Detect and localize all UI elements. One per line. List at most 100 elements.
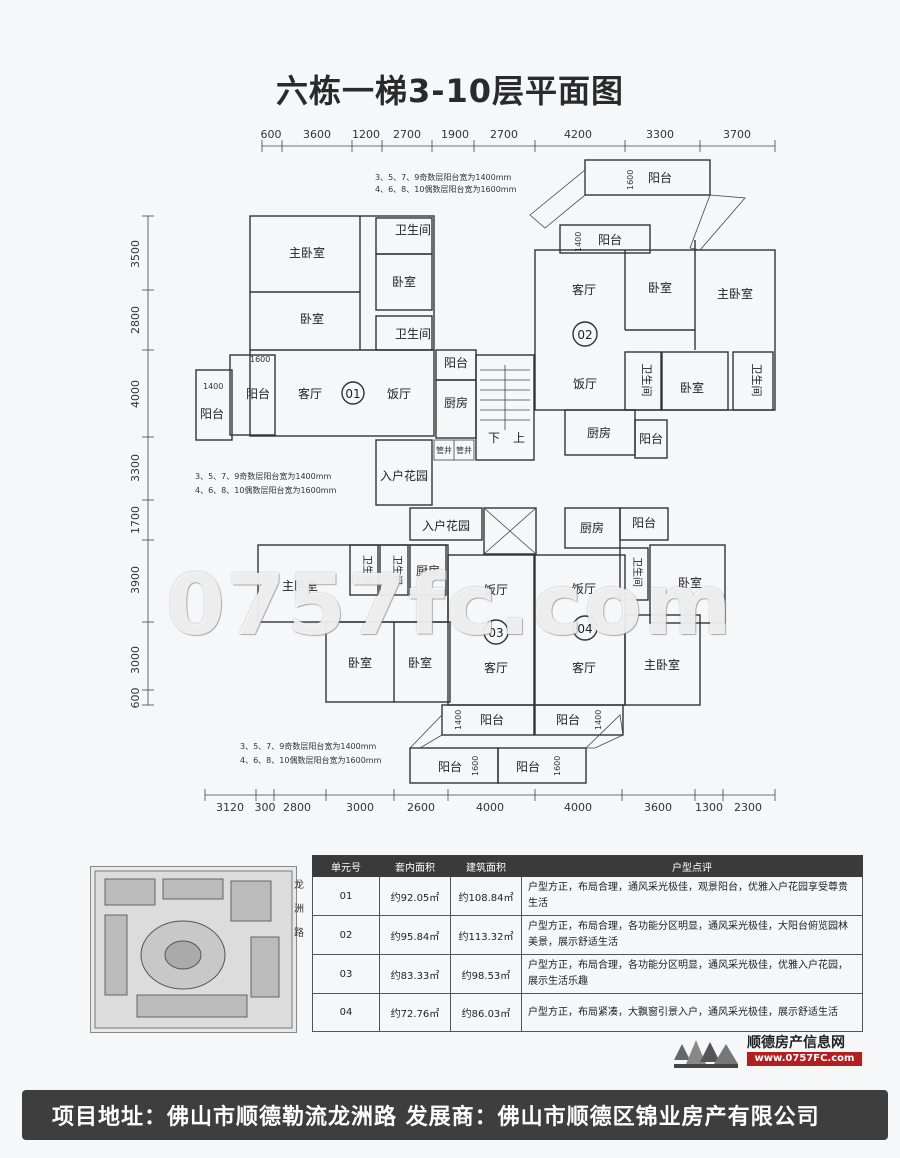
cell-inner-area: 约95.84㎡ (379, 915, 451, 955)
dim-left-1: 2800 (129, 306, 142, 334)
table-header-row: 单元号 套内面积 建筑面积 户型点评 (312, 855, 863, 877)
room-02-bathroom-1: 卫生间 (640, 364, 654, 397)
dim-bottom-2: 2800 (283, 801, 311, 814)
cell-review: 户型方正，布局合理，各功能分区明显，通风采光极佳，优雅入户花园，展示生活乐趣 (521, 954, 863, 994)
room-01-w1400: 1400 (203, 382, 223, 391)
dim-left-4: 1700 (129, 506, 142, 534)
room-04-master-bedroom: 主卧室 (644, 657, 680, 672)
room-04-living: 客厅 (572, 660, 596, 675)
dim-top-4: 1900 (441, 128, 469, 141)
cell-inner-area: 约92.05㎡ (379, 876, 451, 916)
floor-plan: 600 3600 1200 2700 1900 2700 4200 3300 3… (129, 128, 776, 814)
left-dimensions: 3500 2800 4000 3300 1700 3900 3000 600 (129, 215, 154, 709)
footer-bar: 项目地址：佛山市顺德勒流龙洲路 发展商：佛山市顺德区锦业房产有限公司 (22, 1090, 888, 1140)
note-even-mid: 4、6、8、10偶数层阳台宽为1600mm (195, 485, 337, 495)
header-review: 户型点评 (521, 855, 863, 877)
room-04-kitchen: 厨房 (580, 520, 604, 535)
note-odd-top: 3、5、7、9奇数层阳台宽为1400mm (375, 172, 512, 182)
dim-top-8: 3700 (723, 128, 751, 141)
dim-top-7: 3300 (646, 128, 674, 141)
cell-building-area: 约108.84㎡ (450, 876, 522, 916)
room-02-living: 客厅 (572, 282, 596, 297)
header-unit-number: 单元号 (312, 855, 380, 877)
unit-label-03: 03 (488, 626, 503, 640)
note-even-top: 4、6、8、10偶数层阳台宽为1600mm (375, 184, 517, 194)
roof-tile-icon (674, 1040, 738, 1068)
dim-top-5: 2700 (490, 128, 518, 141)
cell-unit: 01 (312, 876, 380, 916)
stair-down: 下 (488, 431, 500, 445)
dim-top-3: 2700 (393, 128, 421, 141)
cell-inner-area: 约72.76㎡ (379, 993, 451, 1032)
dim-left-3: 3300 (129, 454, 142, 482)
unit-01: 主卧室 卫生间 卧室 卧室 卫生间 客厅 01 饭厅 阳台 阳台 1400 16… (195, 215, 477, 506)
room-01-balcony-small: 阳台 (444, 355, 468, 370)
room-02-dining: 饭厅 (573, 377, 597, 391)
dim-bottom-9: 2300 (734, 801, 762, 814)
cell-review: 户型方正，布局合理，各功能分区明显，通风采光极佳，大阳台俯览园林美景，展示舒适生… (521, 915, 863, 955)
road-label: 龙 洲 路 (292, 874, 306, 946)
table-row: 01 约92.05㎡ 约108.84㎡ 户型方正，布局合理，通风采光极佳，观景阳… (312, 876, 863, 916)
dim-top-2: 1200 (352, 128, 380, 141)
dim-bottom-7: 3600 (644, 801, 672, 814)
room-03-living: 客厅 (484, 660, 508, 675)
room-03-w1400: 1400 (454, 710, 463, 730)
entry-garden-lift: 入户花园 (422, 518, 470, 533)
road-char-3: 路 (294, 928, 304, 939)
room-02-w1400: 1400 (574, 232, 583, 252)
unit-02: 阳台 1600 阳台 1400 客厅 02 饭厅 卧室 主卧室 卫生间 卧室 卫… (529, 159, 776, 459)
room-04-bathroom: 卫生间 (631, 557, 644, 587)
dim-top-1: 3600 (303, 128, 331, 141)
road-char-1: 龙 (294, 880, 304, 891)
unit-label-04: 04 (577, 622, 592, 636)
header-building-area: 建筑面积 (450, 855, 522, 877)
dim-top-6: 4200 (564, 128, 592, 141)
dim-left-7: 600 (129, 688, 142, 709)
room-03-w1600-2: 1600 (553, 756, 562, 776)
page-title: 六栋一梯3-10层平面图 (275, 72, 625, 110)
unit-label-02: 02 (577, 328, 592, 342)
cell-unit: 02 (312, 915, 380, 955)
cell-building-area: 约98.53㎡ (450, 954, 522, 994)
bottom-dimensions: 3120 300 2800 3000 2600 4000 4000 3600 1… (204, 789, 776, 814)
room-01-balcony: 阳台 (246, 386, 270, 401)
road-char-2: 洲 (294, 904, 304, 915)
dim-bottom-6: 4000 (564, 801, 592, 814)
room-03-balcony: 阳台 (480, 712, 504, 727)
room-01-living: 客厅 (298, 386, 322, 401)
watermark: 0757fc.com (166, 556, 734, 654)
note-odd-bottom: 3、5、7、9奇数层阳台宽为1400mm (240, 741, 377, 751)
dim-left-6: 3000 (129, 646, 142, 674)
pipe-shaft-2: 管井 (456, 445, 472, 455)
dim-bottom-3: 3000 (346, 801, 374, 814)
unit-03: 主卧室 卫生间 卫生间 厨房 饭厅 03 客厅 卧室 卧室 阳台 1400 阳台… (257, 544, 587, 784)
room-01-bedroom-1: 卧室 (392, 274, 416, 289)
dim-bottom-8: 1300 (695, 801, 723, 814)
pipe-shaft-1: 管井 (436, 445, 452, 455)
site-logo: 顺德房产信息网 www.0757FC.com (672, 1030, 867, 1070)
room-02-balcony-small: 阳台 (639, 431, 663, 446)
table-row: 03 约83.33㎡ 约98.53㎡ 户型方正，布局合理，各功能分区明显，通风采… (312, 954, 863, 994)
room-02-bedroom-2: 卧室 (680, 380, 704, 395)
stair-up: 上 (513, 431, 525, 445)
room-01-bathroom-2: 卫生间 (395, 327, 431, 341)
room-02-balcony: 阳台 (598, 232, 622, 247)
room-01-dining: 饭厅 (387, 387, 411, 401)
room-02-balcony-top: 阳台 (648, 170, 672, 185)
room-01-w1600: 1600 (250, 355, 270, 364)
cell-unit: 03 (312, 954, 380, 994)
room-01-master-bedroom: 主卧室 (289, 245, 325, 260)
room-01-entry-garden: 入户花园 (380, 468, 428, 483)
cell-building-area: 约86.03㎡ (450, 993, 522, 1032)
room-02-kitchen: 厨房 (587, 425, 611, 440)
note-odd-mid: 3、5、7、9奇数层阳台宽为1400mm (195, 471, 332, 481)
room-04-balcony: 阳台 (556, 712, 580, 727)
room-03-balcony-outer-1: 阳台 (438, 759, 462, 774)
dim-bottom-0: 3120 (216, 801, 244, 814)
room-03-bathroom-1: 卫生间 (361, 555, 374, 585)
dim-left-0: 3500 (129, 240, 142, 268)
room-01-bathroom-1: 卫生间 (395, 223, 431, 237)
room-03-master-bedroom: 主卧室 (282, 578, 318, 593)
dim-top-0: 600 (261, 128, 282, 141)
dim-left-2: 4000 (129, 380, 142, 408)
